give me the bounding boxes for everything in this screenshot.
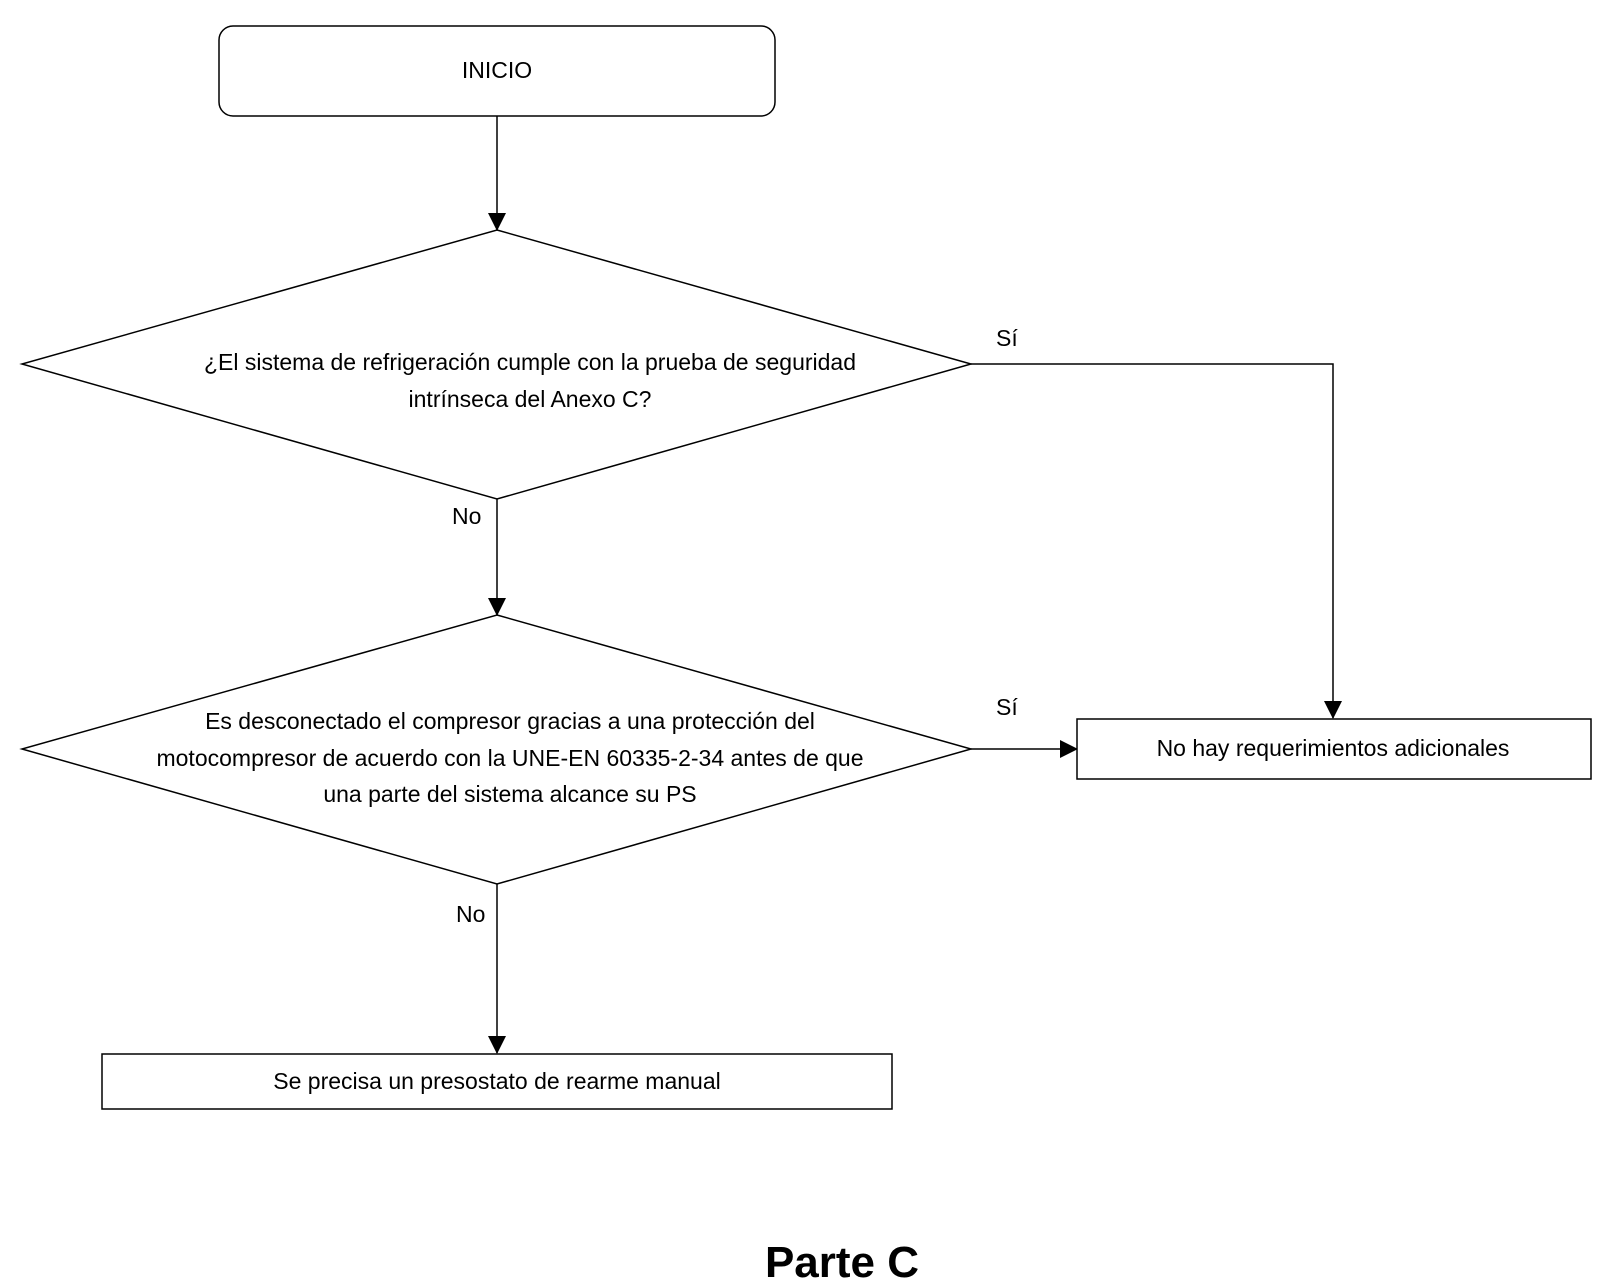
decision1-node: ¿El sistema de refrigeración cumple con …: [19, 229, 974, 500]
decision2-line-1: Es desconectado el compresor gracias a u…: [205, 708, 815, 734]
result-no-requirements-node: No hay requerimientos adicionales: [1076, 718, 1592, 780]
decision2-line-2: motocompresor de acuerdo con la UNE-EN 6…: [156, 745, 863, 771]
decision1-line-2: intrínseca del Anexo C?: [409, 386, 652, 412]
result-no-requirements-label: No hay requerimientos adicionales: [1157, 735, 1510, 761]
result-pressure-switch-label: Se precisa un presostato de rearme manua…: [273, 1068, 720, 1094]
start-node-label: INICIO: [462, 57, 532, 83]
result-pressure-switch-node: Se precisa un presostato de rearme manua…: [101, 1053, 893, 1110]
edge-label-decision2-no: No: [456, 901, 485, 927]
start-node: INICIO: [218, 25, 776, 117]
decision2-node: Es desconectado el compresor gracias a u…: [19, 614, 974, 885]
edge-decision1-yes: [971, 363, 1342, 719]
decision2-line-3: una parte del sistema alcance su PS: [323, 781, 696, 807]
edge-label-decision1-yes: Sí: [996, 325, 1018, 351]
edge-label-decision1-no: No: [452, 503, 481, 529]
figure-caption: Parte C: [764, 1238, 920, 1287]
decision1-line-1: ¿El sistema de refrigeración cumple con …: [204, 349, 856, 375]
edge-label-decision2-yes: Sí: [996, 694, 1018, 720]
